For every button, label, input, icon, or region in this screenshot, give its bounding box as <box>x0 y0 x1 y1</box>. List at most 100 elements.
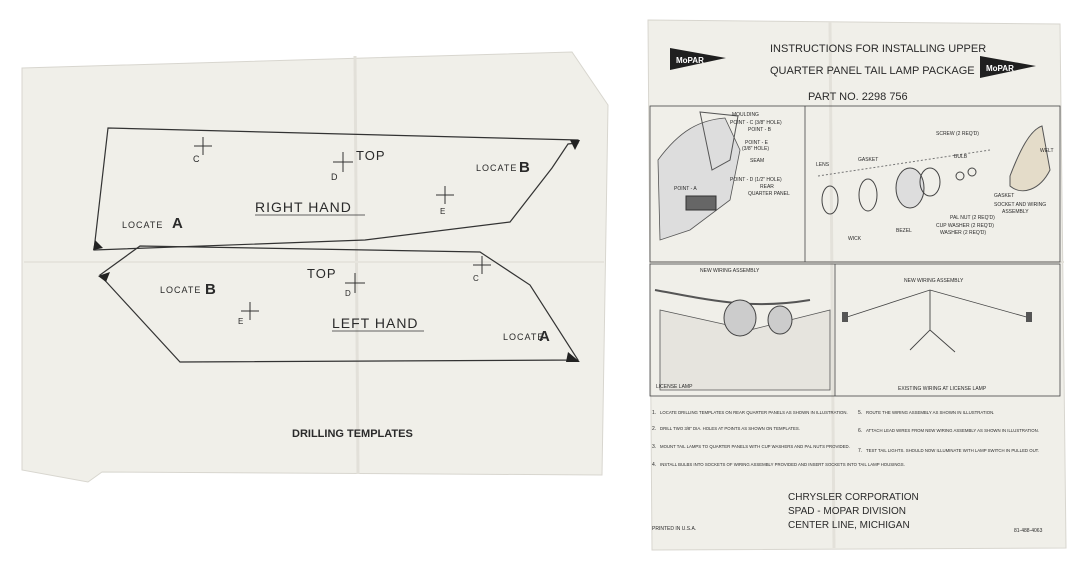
svg-text:A: A <box>539 328 550 345</box>
svg-text:REAR: REAR <box>760 184 774 190</box>
right-hand-point-e: E <box>436 186 454 216</box>
svg-text:NEW WIRING ASSEMBLY: NEW WIRING ASSEMBLY <box>700 268 760 274</box>
svg-text:ASSEMBLY: ASSEMBLY <box>1002 209 1029 215</box>
svg-text:POINT - C (3/8" HOLE): POINT - C (3/8" HOLE) <box>730 120 782 126</box>
svg-text:LOCATE: LOCATE <box>122 220 163 230</box>
part-number: PART NO. 2298 756 <box>808 91 908 103</box>
svg-text:3.: 3. <box>652 444 656 450</box>
step-4: 4. INSTALL BULBS INTO SOCKETS OF WIRING A… <box>652 462 905 468</box>
corporation-line2: SPAD - MOPAR DIVISION <box>788 506 906 517</box>
svg-text:MoPAR: MoPAR <box>676 56 704 65</box>
svg-text:LICENSE LAMP: LICENSE LAMP <box>656 384 693 390</box>
right-hand-locate-a: LOCATE A <box>122 215 183 232</box>
instructions-title-line2: QUARTER PANEL TAIL LAMP PACKAGE <box>770 65 975 77</box>
locate-a-arrow <box>93 240 103 250</box>
right-hand-locate-b: LOCATE B <box>476 159 530 176</box>
figure-quarter-panel: MOULDING POINT - C (3/8" HOLE) POINT - B… <box>657 111 790 241</box>
right-hand-point-d: D <box>331 152 353 182</box>
svg-text:7.: 7. <box>858 448 862 454</box>
figure-frame-top <box>649 105 1061 263</box>
svg-text:BULB: BULB <box>954 154 968 160</box>
svg-text:LOCATE: LOCATE <box>503 332 544 342</box>
drilling-templates-sheet: C D E TOP RIGHT HAND LOCATE A LOCATE B C <box>21 51 609 483</box>
step-3: 3. MOUNT TAIL LAMPS TO QUARTER PANELS WIT… <box>652 444 850 450</box>
paper-background <box>21 51 609 483</box>
svg-text:ROUTE THE WIRING ASSEMBLY AS S: ROUTE THE WIRING ASSEMBLY AS SHOWN IN IL… <box>866 410 994 415</box>
svg-text:C: C <box>193 154 200 164</box>
instructions-sheet: MoPAR MoPAR INSTRUCTIONS FOR INSTALLING … <box>630 0 1080 561</box>
instruction-steps: 1. LOCATE DRILLING TEMPLATES ON REAR QUAR… <box>652 410 1039 468</box>
figure-wiring-harness: NEW WIRING ASSEMBLY EXISTING WIRING AT L… <box>842 278 1032 392</box>
svg-text:D: D <box>331 172 338 182</box>
right-hand-label: RIGHT HAND <box>255 199 352 215</box>
svg-text:INSTALL BULBS INTO SOCKETS OF: INSTALL BULBS INTO SOCKETS OF WIRING ASS… <box>660 462 905 467</box>
svg-text:GASKET: GASKET <box>858 157 878 163</box>
form-number: 81-488-4063 <box>1014 528 1043 534</box>
locate-b-arrow <box>570 140 580 150</box>
svg-text:D: D <box>345 289 351 298</box>
left-hand-label: LEFT HAND <box>332 315 419 331</box>
left-hand-locate-a: LOCATE A <box>503 328 550 345</box>
svg-text:WICK: WICK <box>848 236 862 242</box>
right-hand-point-c: C <box>193 137 212 164</box>
svg-text:E: E <box>440 207 445 216</box>
svg-text:POINT - E: POINT - E <box>745 140 769 146</box>
svg-text:MoPAR: MoPAR <box>986 64 1014 73</box>
instructions-drawing: MoPAR MoPAR INSTRUCTIONS FOR INSTALLING … <box>647 19 1067 551</box>
svg-text:5.: 5. <box>858 410 862 416</box>
svg-text:(3/8" HOLE): (3/8" HOLE) <box>742 146 769 152</box>
svg-text:4.: 4. <box>652 462 656 468</box>
left-hand-top-label: TOP <box>307 266 337 281</box>
svg-text:DRILL TWO 3/8" DIA. HOLES AT P: DRILL TWO 3/8" DIA. HOLES AT POINTS AS S… <box>660 426 800 431</box>
step-2: 2. DRILL TWO 3/8" DIA. HOLES AT POINTS AS… <box>652 426 800 432</box>
mopar-logo-left: MoPAR <box>670 48 726 70</box>
svg-text:B: B <box>205 281 216 298</box>
mopar-logo-right: MoPAR <box>980 56 1036 78</box>
locate-a-arrow <box>566 352 580 362</box>
svg-text:2.: 2. <box>652 426 656 432</box>
svg-text:POINT - D (1/2" HOLE): POINT - D (1/2" HOLE) <box>730 177 782 183</box>
fold-line <box>828 21 836 549</box>
svg-text:EXISTING WIRING AT LICENSE LAM: EXISTING WIRING AT LICENSE LAMP <box>898 386 987 392</box>
step-7: 7. TEST TAIL LIGHTS. SHOULD NOW ILLUMINAT… <box>858 448 1039 454</box>
svg-text:LOCATE: LOCATE <box>476 163 517 173</box>
step-5: 5. ROUTE THE WIRING ASSEMBLY AS SHOWN IN … <box>858 410 994 416</box>
svg-text:TEST TAIL LIGHTS. SHOULD NOW I: TEST TAIL LIGHTS. SHOULD NOW ILLUMINATE … <box>866 448 1039 453</box>
svg-text:LOCATE: LOCATE <box>160 285 201 295</box>
fold-line <box>353 55 360 475</box>
step-6: 6. ATTACH LEAD WIRES FROM NEW WIRING ASSE… <box>858 428 1039 434</box>
svg-text:SOCKET AND WIRING: SOCKET AND WIRING <box>994 202 1046 208</box>
svg-text:E: E <box>238 317 243 326</box>
svg-text:1.: 1. <box>652 410 656 416</box>
svg-text:QUARTER PANEL: QUARTER PANEL <box>748 191 790 197</box>
drilling-templates-title: DRILLING TEMPLATES <box>292 428 413 440</box>
locate-b-arrow <box>98 272 110 282</box>
figure-frame-bottom <box>649 263 1061 397</box>
svg-text:A: A <box>172 215 183 232</box>
svg-text:C: C <box>473 274 479 283</box>
svg-text:SEAM: SEAM <box>750 158 764 164</box>
svg-text:BEZEL: BEZEL <box>896 228 912 234</box>
svg-text:LENS: LENS <box>816 162 830 168</box>
svg-text:NEW WIRING ASSEMBLY: NEW WIRING ASSEMBLY <box>904 278 964 284</box>
svg-text:POINT - A: POINT - A <box>674 186 697 192</box>
left-hand-locate-b: LOCATE B <box>160 281 216 298</box>
left-hand-point-c: C <box>473 256 491 283</box>
svg-text:SCREW (2 REQ'D): SCREW (2 REQ'D) <box>936 131 979 137</box>
svg-text:WELT: WELT <box>1040 148 1054 154</box>
printed-note: PRINTED IN U.S.A. <box>652 526 696 532</box>
drilling-templates-drawing: C D E TOP RIGHT HAND LOCATE A LOCATE B C <box>21 51 609 483</box>
left-hand-point-d: D <box>345 273 365 298</box>
paper-background <box>647 19 1067 551</box>
svg-text:LOCATE DRILLING TEMPLATES ON R: LOCATE DRILLING TEMPLATES ON REAR QUARTE… <box>660 410 848 415</box>
figure-lamp-exploded: LENS GASKET WELT SCREW (2 REQ'D) BULB GA… <box>816 125 1054 242</box>
svg-text:6.: 6. <box>858 428 862 434</box>
svg-text:ATTACH LEAD WIRES FROM NEW WIR: ATTACH LEAD WIRES FROM NEW WIRING ASSEMB… <box>866 428 1039 433</box>
corporation-line3: CENTER LINE, MICHIGAN <box>788 520 910 531</box>
instructions-title-line1: INSTRUCTIONS FOR INSTALLING UPPER <box>770 43 986 55</box>
svg-text:PAL NUT (2 REQ'D): PAL NUT (2 REQ'D) <box>950 215 995 221</box>
corporation-line1: CHRYSLER CORPORATION <box>788 492 919 503</box>
left-hand-point-e: E <box>238 302 259 326</box>
svg-text:POINT - B: POINT - B <box>748 127 772 133</box>
svg-text:MOUNT TAIL LAMPS TO QUARTER PA: MOUNT TAIL LAMPS TO QUARTER PANELS WITH … <box>660 444 850 449</box>
